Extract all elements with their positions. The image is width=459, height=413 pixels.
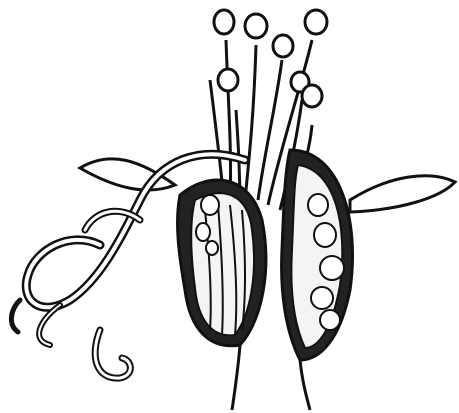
- anther: [305, 10, 327, 34]
- stalk-left: [232, 345, 240, 410]
- sepal-right: [350, 176, 455, 212]
- style-tip: [11, 300, 20, 332]
- anther: [273, 35, 293, 57]
- stalk-right: [300, 360, 310, 410]
- anthers: [214, 10, 327, 107]
- left-ovary: [178, 180, 266, 346]
- anther: [245, 14, 267, 38]
- stamen-filament: [226, 40, 231, 200]
- stamen-filament: [258, 60, 282, 200]
- stamen-filament: [245, 45, 256, 200]
- right-ovary: [282, 150, 353, 360]
- anther: [214, 10, 234, 34]
- anther: [302, 85, 322, 107]
- anther: [218, 69, 238, 91]
